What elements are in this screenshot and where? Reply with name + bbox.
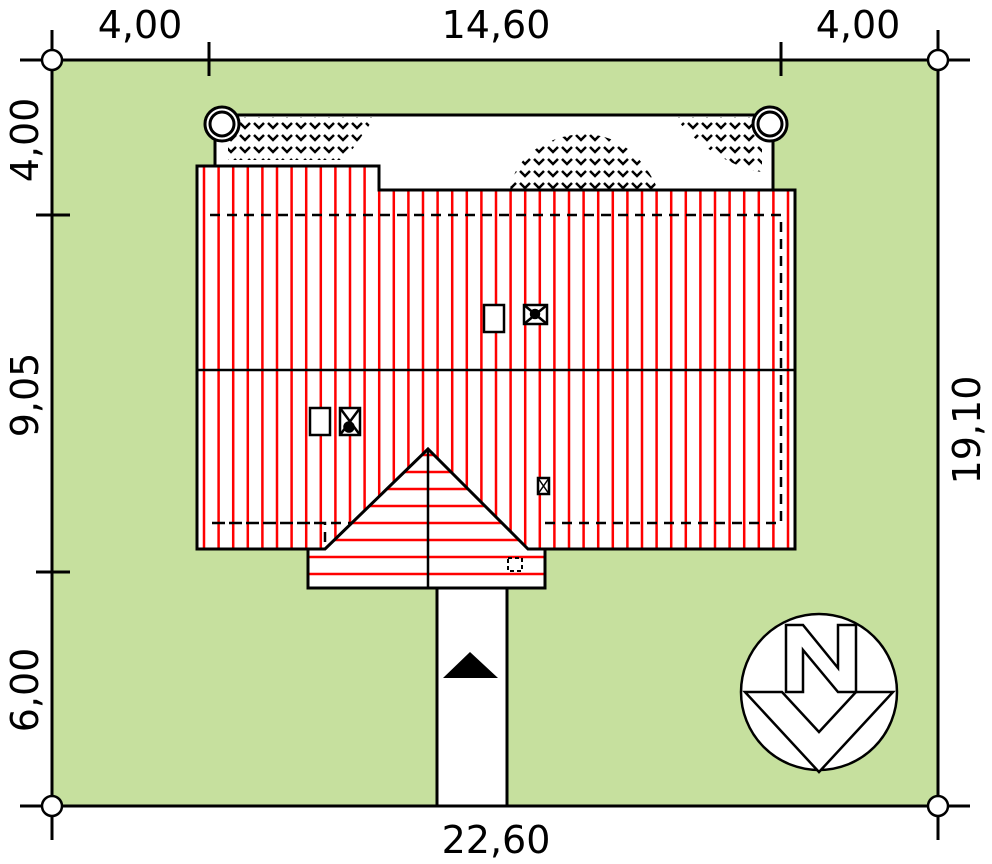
vegetation-hatch-left <box>228 117 375 160</box>
dim-left-top: 4,00 <box>3 98 47 183</box>
entrance-arrow-icon <box>443 652 498 678</box>
dim-top-middle: 14,60 <box>442 3 551 47</box>
dim-bottom: 22,60 <box>442 818 551 862</box>
pergola-posts <box>203 105 789 143</box>
main-roof <box>195 164 797 572</box>
terrace <box>203 105 789 193</box>
chimney <box>308 406 332 437</box>
dim-right: 19,10 <box>945 376 989 485</box>
lot-corner-markers <box>40 48 950 818</box>
dim-left-middle: 9,05 <box>3 353 47 438</box>
chimneys <box>308 303 551 496</box>
driveway <box>435 586 509 808</box>
chimney <box>482 303 506 334</box>
dim-top-right: 4,00 <box>816 3 901 47</box>
dim-top-left: 4,00 <box>98 3 183 47</box>
dim-left-bottom: 6,00 <box>3 648 47 733</box>
north-arrow-icon: N <box>739 612 899 774</box>
vegetation-hatch-middle <box>510 134 658 190</box>
vegetation-hatch-right <box>675 117 762 172</box>
